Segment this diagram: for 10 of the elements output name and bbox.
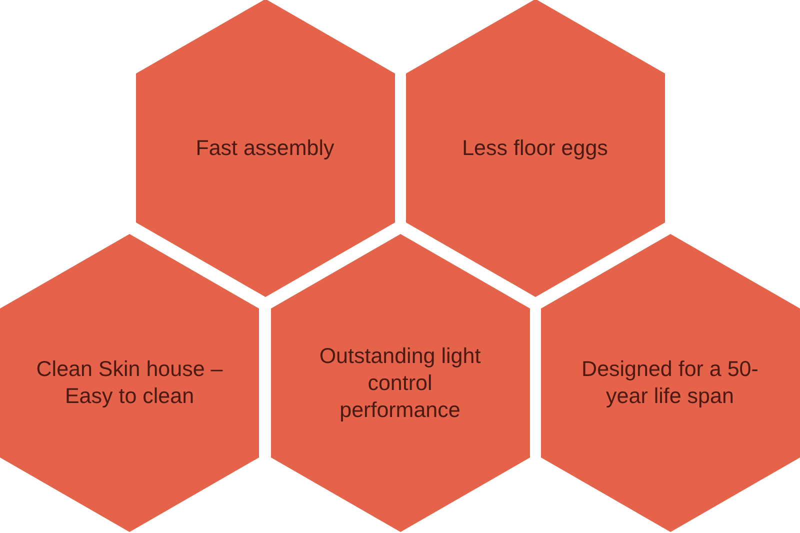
hexagon <box>406 0 664 297</box>
hexagon-label: Designed for a 50-year life span <box>580 356 760 410</box>
hexagon-label: Outstanding light control performance <box>318 342 482 424</box>
hexagon <box>136 0 394 297</box>
hexagon <box>540 234 800 532</box>
hexagon <box>0 234 259 532</box>
hexagon-label: Fast assembly <box>196 134 334 162</box>
hexagon-label: Less floor eggs <box>462 134 608 162</box>
hexagon-label: Clean Skin house – Easy to clean <box>35 356 224 410</box>
hexagon <box>270 234 530 532</box>
